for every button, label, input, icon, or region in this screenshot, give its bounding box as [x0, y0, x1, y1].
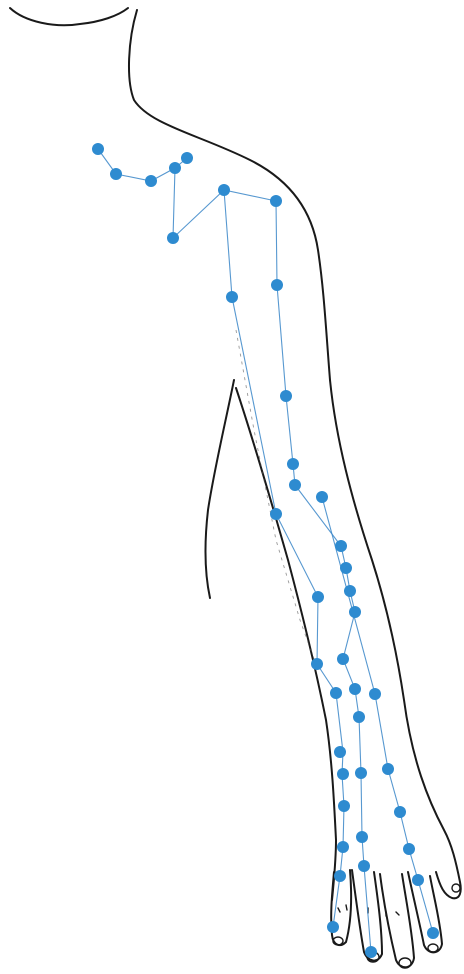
acupoint-3: [145, 175, 157, 187]
acupoint-35: [403, 843, 415, 855]
acupoint-14: [316, 491, 328, 503]
acupoint-19: [312, 591, 324, 603]
acupoint-24: [349, 683, 361, 695]
acupoint-20: [349, 606, 361, 618]
meridian-lines: [98, 149, 433, 952]
inner-forearm-outline: [236, 388, 336, 900]
acupoint-37: [334, 870, 346, 882]
inner-arm-outline: [206, 380, 234, 598]
acupoint-21: [337, 653, 349, 665]
acupoint-22: [311, 658, 323, 670]
finger-index-outline: [352, 870, 382, 961]
acupoint-13: [289, 479, 301, 491]
outer-arm-outline: [129, 10, 461, 898]
nail-ring: [428, 944, 438, 952]
acupoint-27: [334, 746, 346, 758]
acupoint-18: [344, 585, 356, 597]
acupoint-2: [110, 168, 122, 180]
line-1: [224, 190, 344, 927]
acupoint-30: [382, 763, 394, 775]
acupoint-31: [338, 800, 350, 812]
acupoint-8: [270, 195, 282, 207]
acupoint-12: [287, 458, 299, 470]
acupoint-33: [356, 831, 368, 843]
acupoint-6: [167, 232, 179, 244]
acupoint-32: [394, 806, 406, 818]
acupoint-39: [327, 921, 339, 933]
acupoint-15: [270, 508, 282, 520]
acupoint-9: [226, 291, 238, 303]
acupoint-16: [335, 540, 347, 552]
acupoints: [92, 143, 439, 958]
nail-pinky: [452, 884, 460, 892]
acupoint-25: [353, 711, 365, 723]
acupoint-10: [271, 279, 283, 291]
acupoint-5: [181, 152, 193, 164]
acupoint-38: [412, 874, 424, 886]
acupoint-4: [169, 162, 181, 174]
acupoint-40: [365, 946, 377, 958]
acupoint-28: [337, 768, 349, 780]
acupoint-23: [330, 687, 342, 699]
knuckle-marks: [338, 905, 399, 916]
acupoint-11: [280, 390, 292, 402]
acupoint-36: [358, 860, 370, 872]
acupoint-41: [427, 927, 439, 939]
acupoint-7: [218, 184, 230, 196]
acupoint-29: [355, 767, 367, 779]
jaw-outline: [10, 8, 128, 25]
acupoint-34: [337, 841, 349, 853]
acupoint-1: [92, 143, 104, 155]
acupoint-17: [340, 562, 352, 574]
acupoint-26: [369, 688, 381, 700]
arm-outline: [10, 8, 461, 968]
finger-middle-outline: [380, 874, 414, 967]
